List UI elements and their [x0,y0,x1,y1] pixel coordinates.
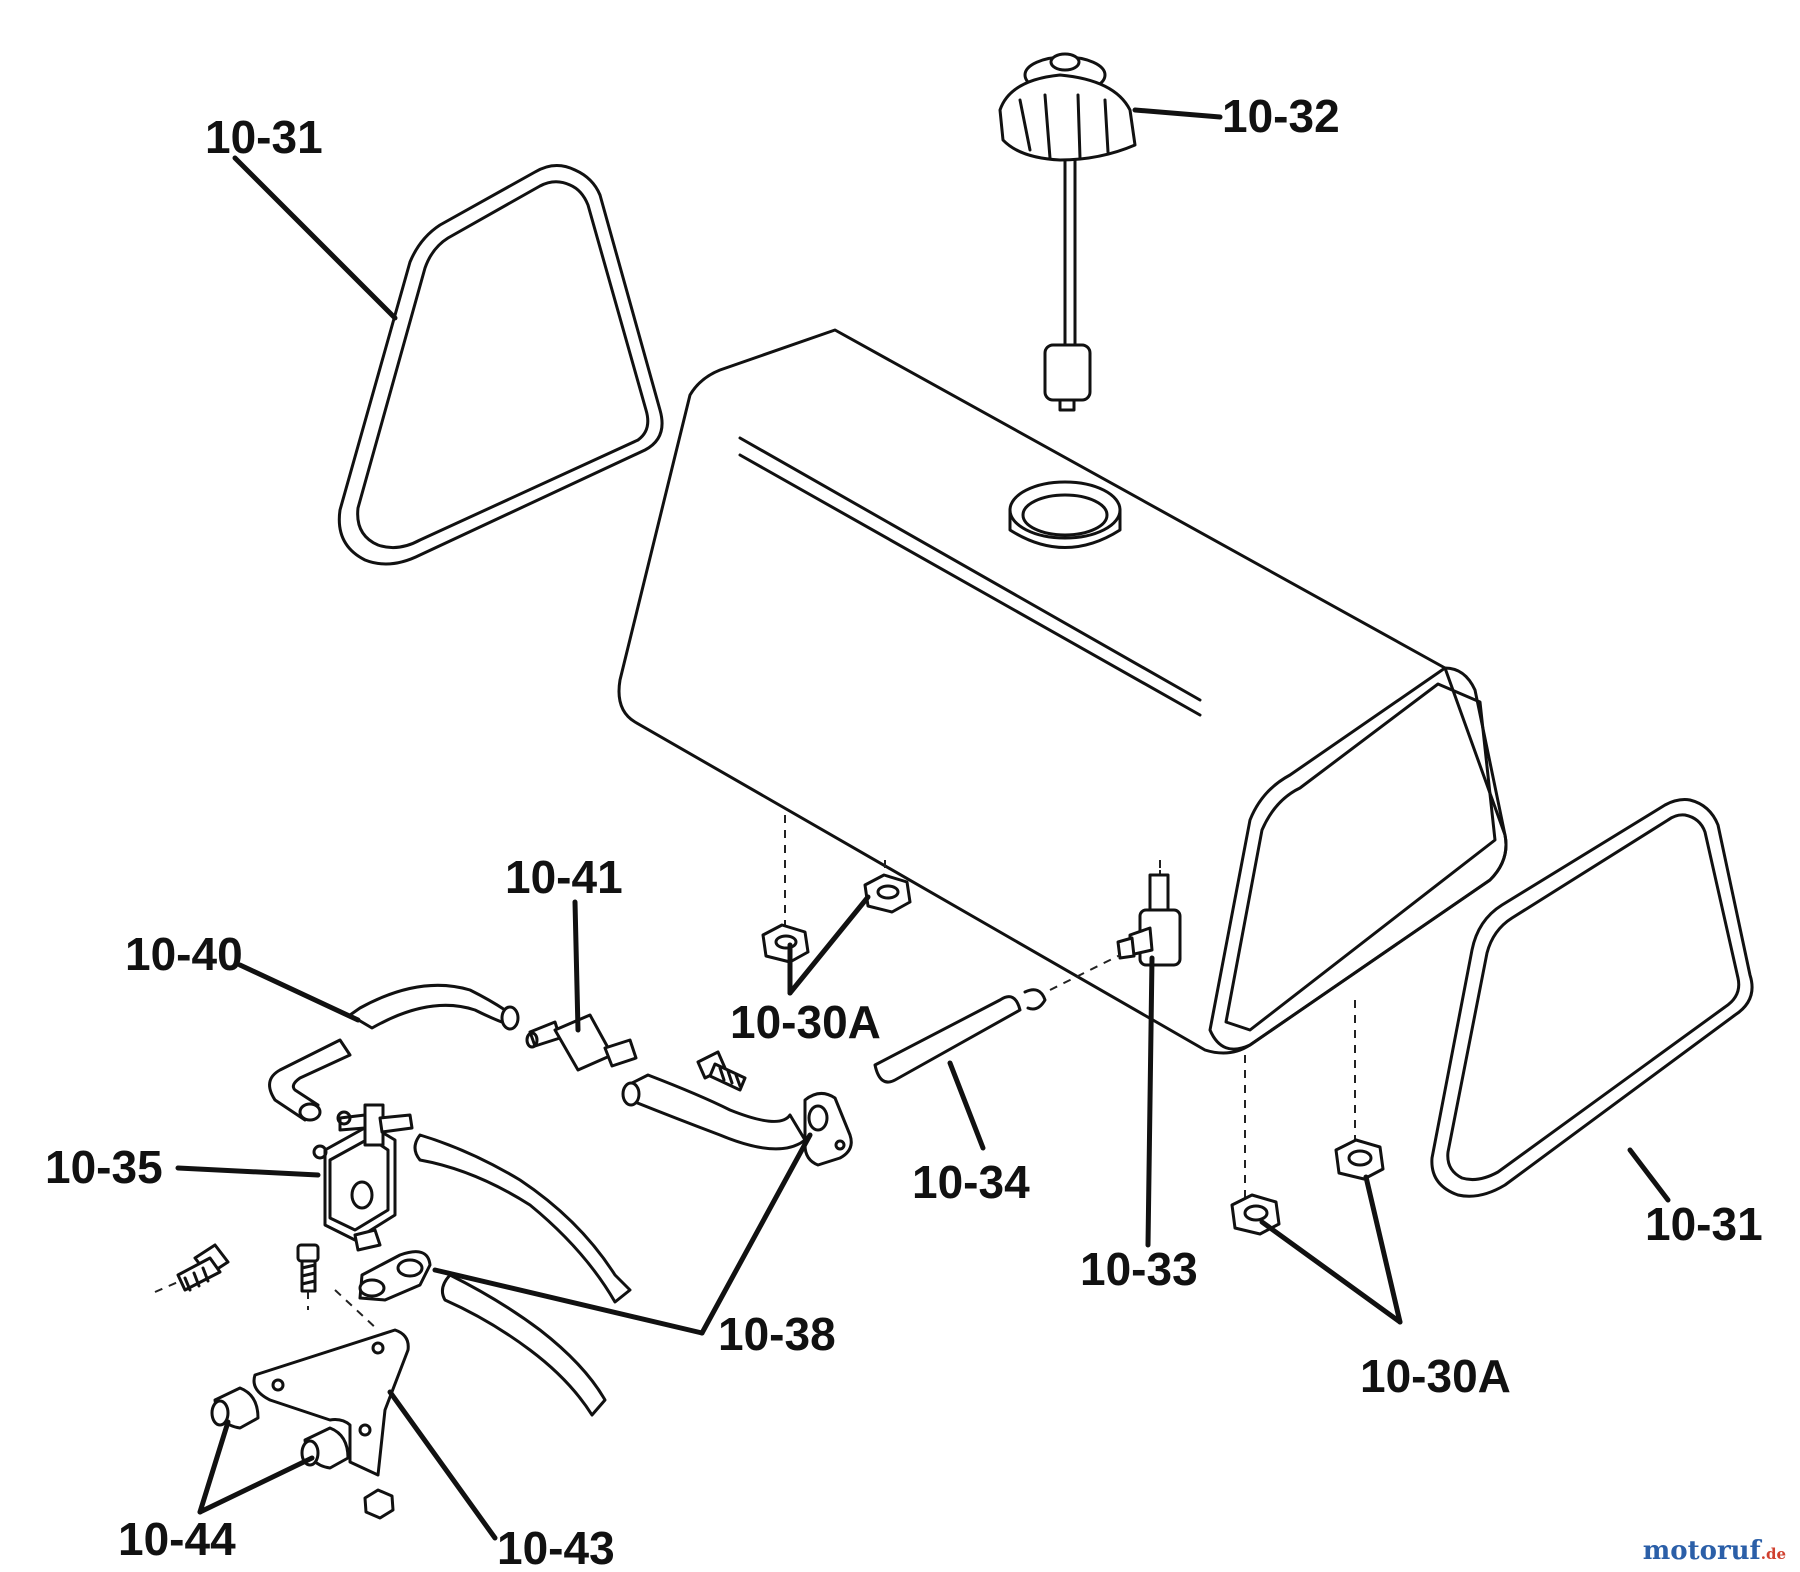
fuel-tank [617,328,1508,1055]
hose-clamp-lower [358,1250,432,1302]
inline-fuel-filter [525,1013,638,1072]
tank-strap-left [337,164,664,566]
fuel-hose-short [873,954,1121,1084]
callout-10-38: 10-38 [718,1308,836,1360]
callout-10-30a-lower: 10-30A [1360,1350,1511,1402]
fuel-cap-with-sender [998,52,1137,412]
callout-10-30a-upper: 10-30A [730,996,881,1048]
callout-10-40: 10-40 [125,928,243,980]
callout-10-32: 10-32 [1222,90,1340,142]
tank-strap-right [1430,798,1754,1198]
clamp-bolt [696,1050,747,1092]
fuel-line-middle [621,1073,807,1151]
callout-10-31-left: 10-31 [205,111,323,163]
callout-10-41: 10-41 [505,851,623,903]
tank-nuts-upper [761,815,912,964]
fuel-line-lower [413,1133,632,1417]
pump-bolt-vertical [296,1243,379,1331]
watermark-logo: motoruf.de [1643,1536,1786,1566]
callout-10-35: 10-35 [45,1141,163,1193]
watermark-tld: .de [1760,1545,1786,1563]
pump-bolt-left [154,1243,230,1293]
callout-10-31-right: 10-31 [1645,1198,1763,1250]
fuel-pump [312,1103,414,1252]
callout-labels: 10-31 10-32 10-41 10-40 10-30A 10-35 10-… [45,90,1763,1572]
fuel-line-upper [268,983,520,1122]
callout-10-33: 10-33 [1080,1243,1198,1295]
callout-10-44: 10-44 [118,1513,236,1565]
tank-nuts-lower [1230,1000,1385,1236]
callout-10-43: 10-43 [497,1522,615,1572]
pump-mounting-bracket [252,1328,410,1477]
callout-10-34: 10-34 [912,1156,1030,1208]
bracket-nut [363,1488,395,1520]
watermark-main: motoruf [1642,1536,1761,1566]
hose-clamp-upper [803,1092,853,1167]
fuel-outlet-fitting [1116,860,1182,967]
leader-lines [175,107,1671,1541]
